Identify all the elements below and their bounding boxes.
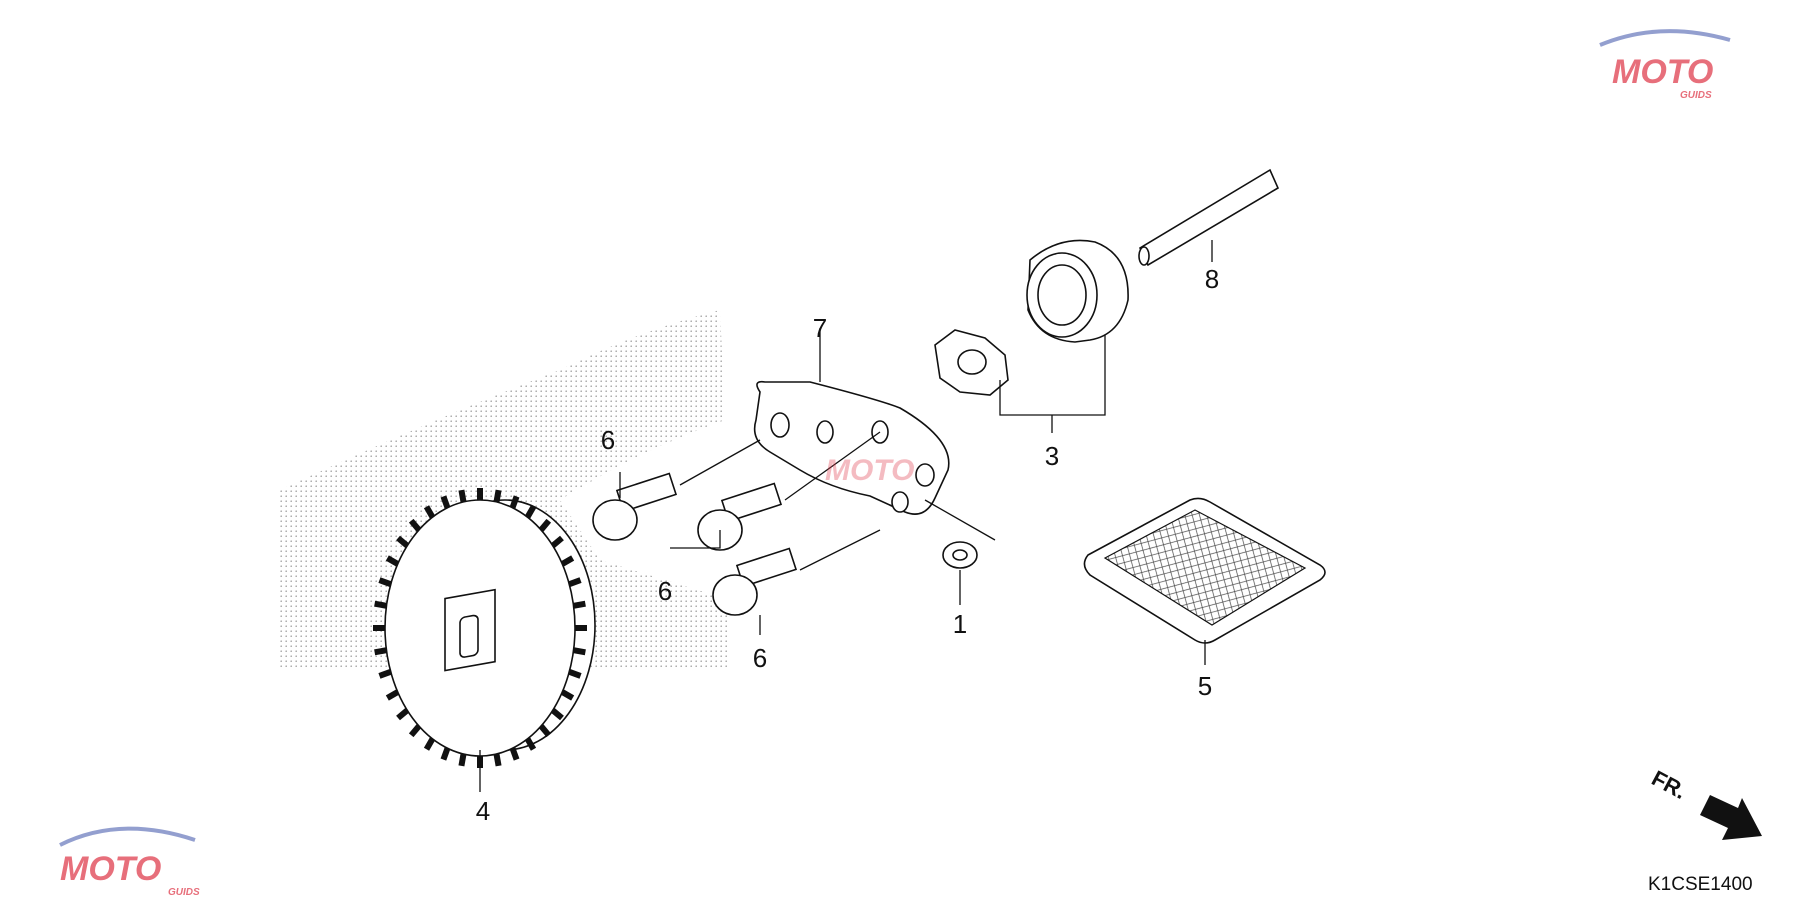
pump-cover-plate	[753, 380, 950, 515]
callout-5: 5	[1198, 671, 1212, 701]
diagram-code: K1CSE1400	[1648, 874, 1753, 895]
watermark-logo-bottom: MOTO GUIDS	[59, 826, 200, 898]
watermark-subtext-top: GUIDS	[1680, 90, 1712, 101]
callout-7: 7	[813, 313, 827, 343]
gear-tooth	[396, 535, 410, 549]
gear-tooth	[374, 647, 387, 656]
gear-tooth	[408, 518, 422, 532]
gear-tooth	[538, 724, 552, 738]
watermark-subtext-bottom: GUIDS	[168, 887, 200, 898]
pump-shaft	[1138, 168, 1280, 267]
callout-6-bottom: 6	[753, 643, 767, 673]
gear-tooth	[408, 724, 422, 738]
gear-tooth	[458, 489, 467, 503]
gear-tooth	[493, 489, 502, 503]
callout-4: 4	[476, 796, 490, 826]
gear-tooth	[493, 753, 502, 767]
fr-label: FR.	[1648, 765, 1691, 804]
gear-tooth	[573, 600, 586, 609]
front-direction-indicator: FR.	[1648, 765, 1762, 840]
gear-tooth	[550, 535, 564, 549]
outer-rotor	[1026, 239, 1129, 343]
callout-6-top: 6	[601, 425, 615, 455]
gear-tooth	[524, 737, 537, 751]
callout-3: 3	[1045, 441, 1059, 471]
gear-tooth	[440, 495, 451, 509]
gear-tooth	[378, 577, 392, 588]
gear-tooth	[524, 505, 537, 519]
gear-tooth	[550, 707, 564, 721]
gear-tooth	[560, 555, 575, 567]
bolt-lower	[712, 547, 798, 616]
gear-tooth	[378, 668, 392, 679]
gear-tooth	[374, 600, 387, 609]
watermark-text-center: MOTO	[825, 454, 914, 487]
callout-8: 8	[1205, 264, 1219, 294]
arrow-right-icon	[1700, 795, 1762, 840]
gear-tooth	[560, 689, 575, 701]
washer	[942, 541, 978, 569]
gear-tooth	[458, 753, 467, 767]
watermark-logo-top: MOTO GUIDS	[1599, 29, 1731, 101]
gear-tooth	[396, 707, 410, 721]
drive-gear	[373, 488, 596, 768]
watermark-logo-center: MOTO	[825, 454, 914, 487]
gear-tooth	[509, 747, 520, 761]
gear-tooth	[573, 647, 586, 656]
watermark-text-top: MOTO	[1612, 53, 1713, 91]
oil-strainer	[1083, 497, 1326, 644]
gear-tooth	[568, 668, 582, 679]
gear-tooth	[538, 518, 552, 532]
watermark-text-bottom: MOTO	[60, 850, 161, 888]
inner-rotor	[934, 329, 1009, 396]
gear-tooth	[423, 505, 436, 519]
gear-tooth	[385, 555, 400, 567]
gear-tooth	[423, 737, 436, 751]
gear-tooth	[509, 495, 520, 509]
leader-lines	[479, 240, 1213, 792]
bolt-upper	[592, 472, 678, 541]
callout-1: 1	[953, 609, 967, 639]
gear-tooth	[385, 689, 400, 701]
gear-tooth	[440, 747, 451, 761]
gear-tooth	[568, 577, 582, 588]
callout-6-middle: 6	[658, 576, 672, 606]
bolt-middle	[697, 482, 783, 551]
